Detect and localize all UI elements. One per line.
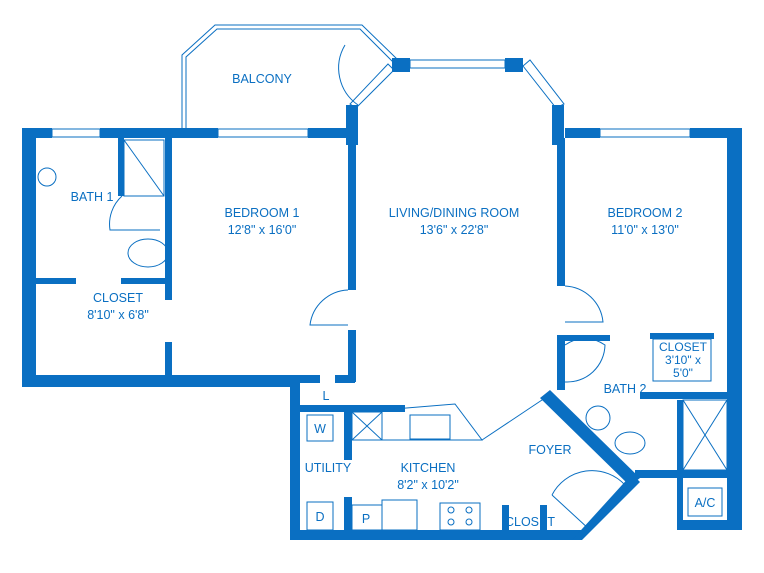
bedroom2-label: BEDROOM 2 xyxy=(607,206,682,220)
utility-label: UTILITY xyxy=(305,461,352,475)
kitchen-size: 8'2" x 10'2" xyxy=(397,478,459,492)
interior-walls xyxy=(36,138,742,532)
bedroom1-size: 12'8" x 16'0" xyxy=(228,223,297,237)
living-label: LIVING/DINING ROOM xyxy=(389,206,520,220)
linen-label: L xyxy=(323,389,330,403)
dryer-label: D xyxy=(315,510,324,524)
closet2-size-line2: 5'0" xyxy=(673,366,693,380)
bedroom2-size: 11'0" x 13'0" xyxy=(611,223,679,237)
ac-label: A/C xyxy=(695,496,716,510)
living-size: 13'6" x 22'8" xyxy=(420,223,489,237)
closet2-size-line1: 3'10" x xyxy=(665,353,701,367)
washer-label: W xyxy=(314,422,326,436)
closet3-label: CLOSET xyxy=(505,515,555,529)
pantry-label: P xyxy=(362,512,370,526)
bedroom1-label: BEDROOM 1 xyxy=(224,206,299,220)
bath2-label: BATH 2 xyxy=(604,382,647,396)
fixtures xyxy=(37,139,728,531)
foyer-label: FOYER xyxy=(528,443,571,457)
closet1-label: CLOSET xyxy=(93,291,143,305)
closet1-size: 8'10" x 6'8" xyxy=(87,308,149,322)
balcony-railing xyxy=(181,24,399,128)
exterior-walls xyxy=(22,58,742,540)
bath1-label: BATH 1 xyxy=(71,190,114,204)
kitchen-label: KITCHEN xyxy=(401,461,456,475)
balcony-label: BALCONY xyxy=(232,72,292,86)
windows xyxy=(51,59,691,138)
closet2-label: CLOSET xyxy=(659,340,708,354)
doors xyxy=(109,44,626,531)
